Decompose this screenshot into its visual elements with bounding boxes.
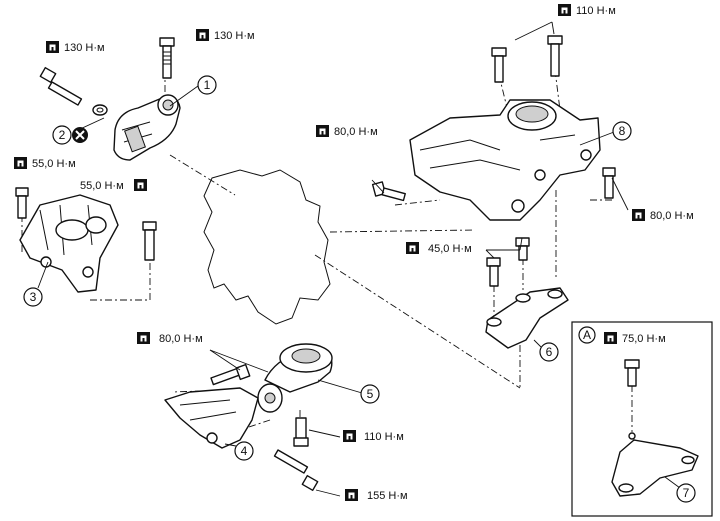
torque-value: 80,0 Н·м xyxy=(650,210,694,222)
bolt-part-6-right xyxy=(515,237,530,261)
torque-label-130-top: 130 Н·м xyxy=(196,29,255,42)
callout-7: 7 xyxy=(676,483,696,503)
bolt-part-6-left xyxy=(486,257,501,287)
torque-value: 130 Н·м xyxy=(64,42,105,54)
torque-wrench-icon xyxy=(406,242,419,254)
bolt-upper-vertical xyxy=(159,37,175,79)
torque-wrench-icon xyxy=(604,332,617,344)
bolt-part-3-right xyxy=(142,221,157,261)
torque-value: 55,0 Н·м xyxy=(32,158,76,170)
detail-a-box xyxy=(571,321,713,517)
svg-text:7: 7 xyxy=(683,486,690,500)
callout-1: 1 xyxy=(197,75,217,95)
engine-outline xyxy=(203,169,331,325)
bolt-part-7 xyxy=(624,359,640,387)
torque-value: 110 Н·м xyxy=(576,5,616,17)
torque-wrench-icon xyxy=(46,41,59,53)
torque-wrench-icon xyxy=(137,332,150,344)
bolt-part-8-side xyxy=(602,167,616,199)
torque-value: 110 Н·м xyxy=(364,431,404,443)
svg-text:8: 8 xyxy=(619,124,626,138)
torque-label-80-lower: 80,0 Н·м xyxy=(137,332,203,345)
torque-label-110-top: 110 Н·м xyxy=(558,4,616,17)
washer-2 xyxy=(92,104,108,116)
part-8-transmission-bracket xyxy=(409,99,601,221)
torque-label-130-left: 130 Н·м xyxy=(46,41,105,54)
part-4-lower-bracket xyxy=(164,387,259,449)
torque-value: 80,0 Н·м xyxy=(334,126,378,138)
do-not-reuse-icon xyxy=(72,127,88,143)
svg-text:3: 3 xyxy=(30,290,37,304)
torque-label-110-lower: 110 Н·м xyxy=(343,430,404,443)
torque-wrench-icon xyxy=(632,209,645,221)
torque-value: 75,0 Н·м xyxy=(622,333,666,345)
torque-wrench-icon xyxy=(316,125,329,137)
torque-wrench-icon xyxy=(14,157,27,169)
torque-value: 45,0 Н·м xyxy=(428,243,472,255)
bolt-part-8-top-right xyxy=(547,35,563,77)
torque-label-55-upper: 55,0 Н·м xyxy=(14,157,76,170)
torque-label-80-mid: 80,0 Н·м xyxy=(316,125,378,138)
torque-label-45: 45,0 Н·м xyxy=(406,242,472,255)
torque-wrench-icon xyxy=(345,489,358,501)
torque-label-155: 155 Н·м xyxy=(345,489,408,502)
part-1-upper-torque-rod xyxy=(113,94,181,161)
torque-value: 155 Н·м xyxy=(367,490,408,502)
callout-3: 3 xyxy=(23,287,43,307)
part-7-bracket xyxy=(611,432,699,497)
detail-a-marker: A xyxy=(578,326,596,344)
torque-wrench-icon xyxy=(196,29,209,41)
bolt-part-8-top-left xyxy=(491,47,507,83)
bolt-part-4-upper xyxy=(210,363,251,386)
svg-text:4: 4 xyxy=(241,444,248,458)
part-5-rear-torque-rod xyxy=(257,343,333,413)
torque-label-80-right: 80,0 Н·м xyxy=(632,209,694,222)
bolt-part-3-left xyxy=(15,187,29,219)
callout-5: 5 xyxy=(360,384,380,404)
part-3-left-mount xyxy=(19,194,119,293)
torque-value: 55,0 Н·м xyxy=(80,180,124,192)
callout-8: 8 xyxy=(612,121,632,141)
svg-text:2: 2 xyxy=(59,128,66,142)
part-6-bracket xyxy=(485,287,569,349)
torque-label-75: 75,0 Н·м xyxy=(604,332,666,345)
leader-lines xyxy=(37,21,681,497)
torque-value: 80,0 Н·м xyxy=(159,333,203,345)
callout-4: 4 xyxy=(234,441,254,461)
callout-2: 2 xyxy=(52,125,72,145)
bolt-part-8-front xyxy=(371,181,406,202)
torque-wrench-icon xyxy=(134,179,147,191)
svg-text:6: 6 xyxy=(546,345,553,359)
torque-wrench-icon xyxy=(558,4,571,16)
bolt-part-4-lower xyxy=(273,449,319,492)
torque-label-55-lower: 55,0 Н·м xyxy=(80,179,147,192)
assembly-lines xyxy=(21,69,633,432)
torque-value: 130 Н·м xyxy=(214,30,255,42)
bolt-upper-horizontal xyxy=(39,66,83,106)
callout-6: 6 xyxy=(539,342,559,362)
bolt-part-5-vertical xyxy=(293,417,309,447)
svg-text:A: A xyxy=(583,328,591,342)
torque-wrench-icon xyxy=(343,430,356,442)
svg-text:5: 5 xyxy=(367,387,374,401)
svg-text:1: 1 xyxy=(204,78,211,92)
